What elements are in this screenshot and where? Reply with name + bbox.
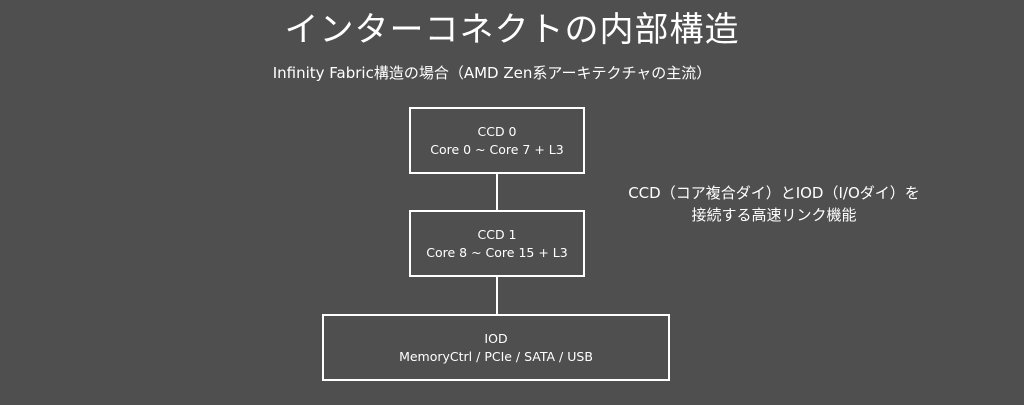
ccd1-iod-connector [496, 277, 498, 314]
note-line-1: CCD（コア複合ダイ）とIOD（I/Oダイ）を [628, 184, 920, 202]
ccd0-name: CCD 0 [477, 123, 517, 139]
iod-name: IOD [484, 330, 508, 346]
iod-box: IOD MemoryCtrl / PCIe / SATA / USB [322, 314, 670, 381]
iod-detail: MemoryCtrl / PCIe / SATA / USB [399, 348, 593, 364]
page-subtitle: Infinity Fabric構造の場合（AMD Zen系アーキテクチャの主流） [272, 64, 712, 82]
ccd0-box: CCD 0 Core 0 ~ Core 7 + L3 [409, 107, 585, 174]
ccd1-box: CCD 1 Core 8 ~ Core 15 + L3 [409, 210, 585, 277]
page-title: インターコネクトの内部構造 [284, 10, 740, 50]
interconnect-note: CCD（コア複合ダイ）とIOD（I/Oダイ）を 接続する高速リンク機能 [576, 182, 972, 226]
ccd1-detail: Core 8 ~ Core 15 + L3 [426, 244, 568, 260]
ccd1-name: CCD 1 [477, 226, 517, 242]
ccd0-detail: Core 0 ~ Core 7 + L3 [430, 141, 564, 157]
note-line-2: 接続する高速リンク機能 [691, 206, 857, 224]
ccd0-ccd1-connector [496, 174, 498, 210]
